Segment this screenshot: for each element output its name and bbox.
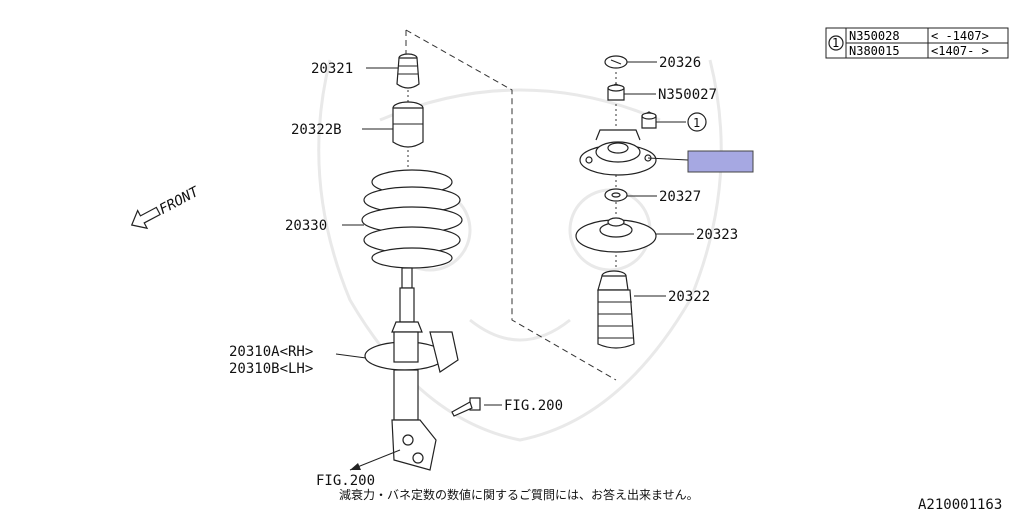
highlight-box[interactable] (687, 150, 754, 173)
label-fig200-bolt[interactable]: FIG.200 (504, 398, 563, 414)
label-20323: 20323 (696, 227, 738, 243)
ref-table: 1 N350028 < -1407> N380015 <1407- > (825, 27, 1009, 59)
cap-20326[interactable] (604, 55, 628, 69)
washer-20327[interactable] (604, 188, 628, 202)
label-n350027: N350027 (658, 87, 717, 103)
label-20327: 20327 (659, 189, 701, 205)
nut-ref1[interactable] (641, 111, 657, 129)
ref-row2-part: N380015 (849, 44, 900, 58)
label-20310a: 20310A<RH> (229, 344, 313, 360)
front-label: FRONT (157, 183, 203, 218)
ref-table-marker: 1 (832, 36, 839, 50)
label-20326: 20326 (659, 55, 701, 71)
spring-seat-20323[interactable] (575, 217, 657, 253)
ref-row1-part: N350028 (849, 29, 900, 43)
assembly-boundary (405, 29, 617, 381)
label-20322b: 20322B (291, 122, 342, 138)
dust-boot-20322[interactable] (597, 270, 635, 349)
label-ref1: 1 (693, 116, 700, 130)
footnote: 減衰力・バネ定数の数値に関するご質問には、お答え出来ません。 (339, 487, 699, 502)
label-20321: 20321 (311, 61, 353, 77)
coil-spring-20330[interactable] (361, 169, 463, 269)
bolt-fig200[interactable] (451, 397, 481, 417)
ref-row1-range: < -1407> (931, 29, 989, 43)
helper-20322b[interactable] (392, 101, 424, 148)
front-direction-arrow: FRONT (130, 183, 203, 230)
diagram-id: A210001163 (918, 497, 1002, 512)
label-20310b: 20310B<LH> (229, 361, 313, 377)
strut-assembly-20310[interactable] (364, 267, 459, 471)
bump-stop-20321[interactable] (396, 53, 420, 89)
label-20322: 20322 (668, 289, 710, 305)
label-fig200-bottom[interactable]: FIG.200 (316, 473, 375, 489)
strut-mount[interactable] (579, 129, 657, 176)
nut-n350027[interactable] (607, 83, 625, 101)
label-20330: 20330 (285, 218, 327, 234)
ref-circle (687, 112, 707, 132)
ref-row2-range: <1407- > (931, 44, 989, 58)
